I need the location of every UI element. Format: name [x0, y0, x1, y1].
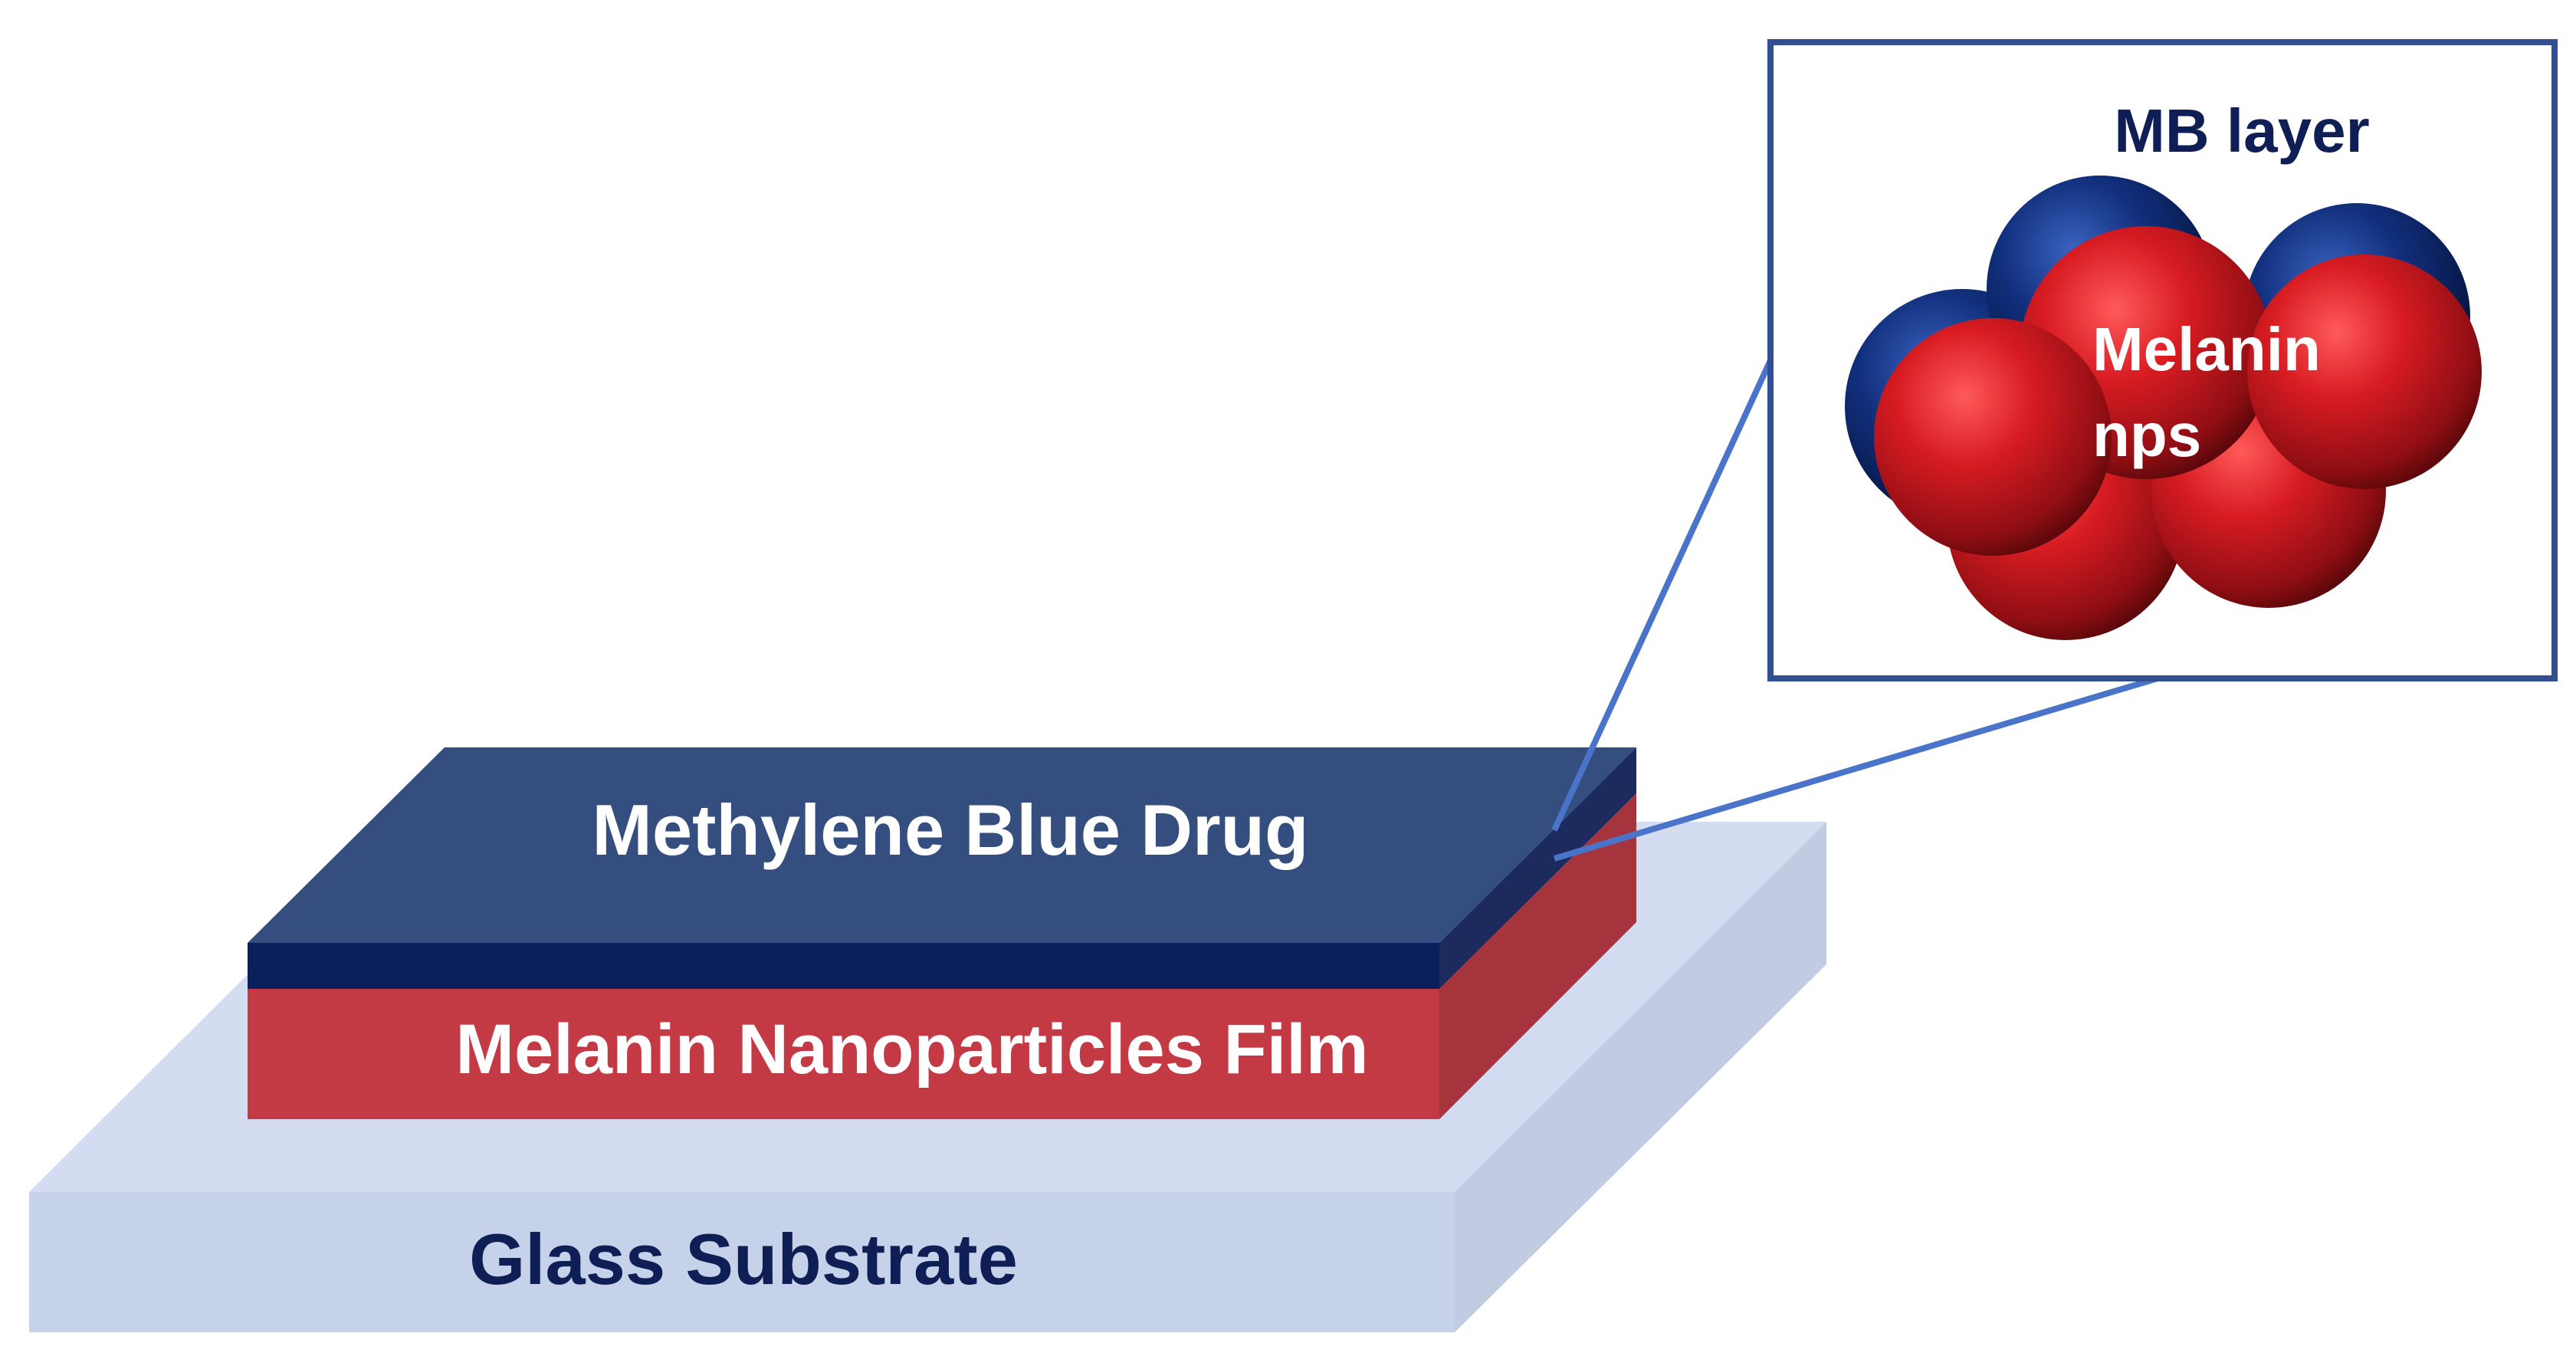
melanin-sphere — [1874, 318, 2112, 556]
drug-layer-front-band — [248, 943, 1439, 989]
nanoparticle-film-label: Melanin Nanoparticles Film — [455, 1010, 1368, 1089]
mb-layer-label: MB layer — [2114, 97, 2369, 165]
melanin-nps-label-line1: Melanin — [2092, 315, 2321, 383]
callout-line-lower — [1553, 675, 2159, 862]
drug-layer-label: Methylene Blue Drug — [592, 790, 1309, 870]
melanin-film-layer — [248, 793, 1636, 1119]
glass-substrate-side — [1455, 822, 1826, 1332]
drug-layer-side — [1439, 747, 1636, 989]
zoom-inset — [1767, 39, 2558, 681]
melanin-film-front — [248, 989, 1439, 1119]
drug-layer — [248, 747, 1636, 989]
melanin-film-side — [1439, 793, 1636, 1119]
glass-substrate-label: Glass Substrate — [469, 1219, 1018, 1299]
callout-lines — [1551, 359, 2159, 862]
drug-layer-top — [248, 747, 1636, 943]
melanin-sphere — [2247, 254, 2482, 489]
callout-line-upper — [1551, 359, 1774, 832]
glass-substrate-front — [29, 1192, 1455, 1332]
melanin-nps-label-line2: nps — [2092, 401, 2201, 469]
